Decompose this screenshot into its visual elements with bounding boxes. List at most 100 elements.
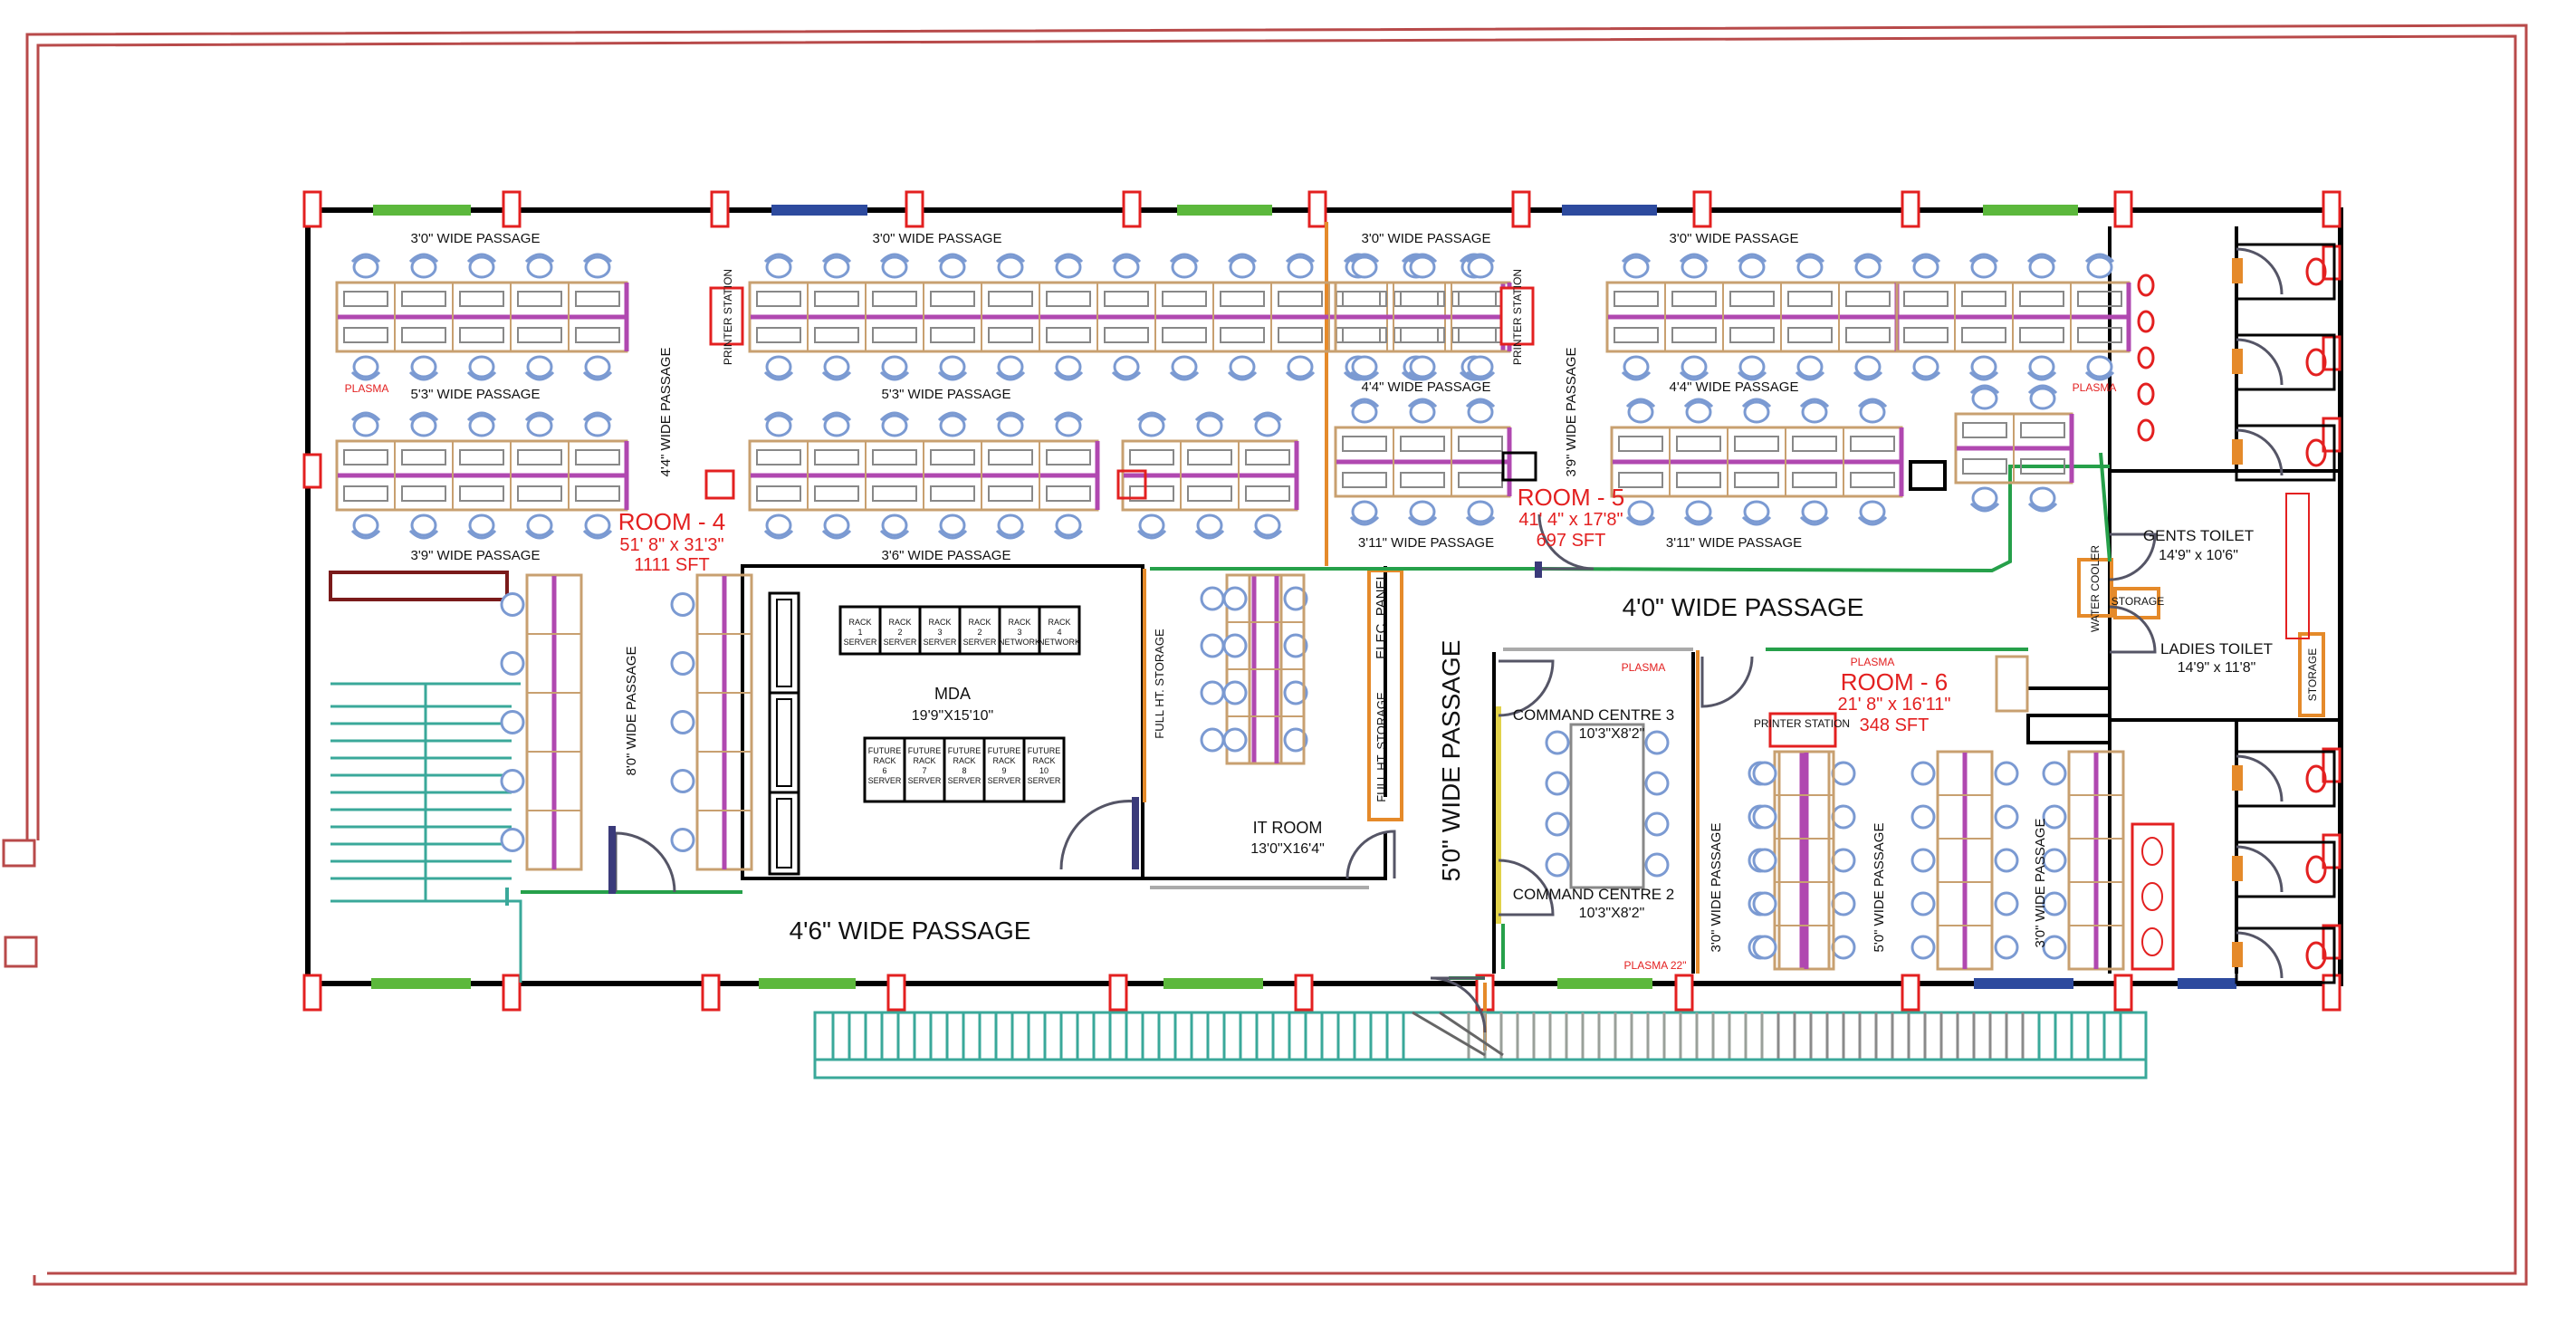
windows — [371, 205, 2236, 989]
column-side — [2322, 417, 2341, 453]
window — [1974, 978, 2073, 989]
room-area: 348 SFT — [1860, 715, 1930, 735]
partition-lines — [505, 222, 2325, 1051]
passage-label: 3'11" WIDE PASSAGE — [1666, 535, 1802, 551]
window — [371, 978, 471, 989]
passage-label: 3'9" WIDE PASSAGE — [1564, 348, 1579, 477]
column-top — [302, 190, 322, 228]
workstations — [335, 253, 2131, 971]
column-top — [1511, 190, 1531, 228]
window — [1164, 978, 1263, 989]
room-size: 51' 8" x 31'3" — [619, 535, 723, 555]
elec-panel-label: ELEC. PANEL — [1374, 572, 1389, 659]
column-bottom — [1294, 974, 1314, 1012]
room-area: 1111 SFT — [634, 555, 709, 575]
column-bottom — [502, 974, 522, 1012]
window — [1557, 978, 1652, 989]
window — [1177, 205, 1272, 216]
room-size: 14'9" x 10'6" — [2159, 548, 2238, 563]
column-side — [302, 453, 322, 489]
passage-label: 3'0" WIDE PASSAGE — [1709, 823, 1724, 953]
plasma-label: PLASMA — [345, 382, 389, 395]
passage-label: 4'4" WIDE PASSAGE — [658, 348, 674, 477]
column-top — [1122, 190, 1142, 228]
room-title: COMMAND CENTRE 2 — [1513, 886, 1675, 903]
column-top — [1692, 190, 1712, 228]
column-top — [905, 190, 924, 228]
structural-columns — [302, 190, 2341, 1012]
room-size: 10'3"X8'2" — [1579, 726, 1645, 742]
passage-label: 3'0" WIDE PASSAGE — [411, 231, 541, 246]
room-size: 21' 8" x 16'11" — [1838, 695, 1951, 715]
window — [373, 205, 471, 216]
printer-station-label: PRINTER STATION — [1754, 717, 1850, 730]
column-bottom — [2322, 974, 2341, 1012]
passage-label: 3'0" WIDE PASSAGE — [1670, 231, 1799, 246]
passage-label: 4'4" WIDE PASSAGE — [1362, 379, 1491, 395]
room-title: IT ROOM — [1253, 819, 1323, 837]
column-top — [2322, 190, 2341, 228]
passage-label: 5'0" WIDE PASSAGE — [1437, 640, 1465, 882]
storage-label: FULL HT. STORAGE — [1374, 692, 1388, 802]
room-size: 10'3"X8'2" — [1579, 906, 1645, 921]
door-frames — [608, 561, 1542, 894]
room-title: ROOM - 6 — [1841, 668, 1948, 696]
passage-label: 8'0" WIDE PASSAGE — [624, 647, 639, 776]
window — [1562, 205, 1657, 216]
column-bottom — [2113, 974, 2133, 1012]
passage-label: 4'4" WIDE PASSAGE — [1670, 379, 1799, 395]
column-bottom — [1901, 974, 1920, 1012]
room-title: GENTS TOILET — [2143, 527, 2254, 544]
rack — [918, 605, 962, 656]
column-top — [710, 190, 730, 228]
plasma-label: PLASMA — [1851, 656, 1895, 668]
window — [1983, 205, 2078, 216]
site-boundary — [2, 24, 2528, 1286]
column-top — [1901, 190, 1920, 228]
room-title: COMMAND CENTRE 3 — [1513, 706, 1675, 724]
column-bottom — [886, 974, 906, 1012]
window — [771, 205, 867, 216]
column-bottom — [302, 974, 322, 1012]
printer-station-label: PRINTER STATION — [722, 269, 734, 365]
doors — [614, 513, 2157, 1033]
rack — [982, 736, 1026, 803]
room-size: 13'0"X16'4" — [1250, 841, 1325, 857]
room-title: LADIES TOILET — [2160, 640, 2273, 657]
water-cooler-label: WATER COOLER — [2089, 545, 2102, 632]
column-side — [2322, 833, 2341, 869]
rack — [863, 736, 906, 803]
rack — [998, 605, 1041, 656]
column-top — [2113, 190, 2133, 228]
passage-label: 3'6" WIDE PASSAGE — [882, 548, 1011, 563]
passage-label: 4'6" WIDE PASSAGE — [790, 917, 1031, 945]
staircase-left — [330, 682, 522, 983]
column-bottom — [1108, 974, 1128, 1012]
column-top — [502, 190, 522, 228]
window — [759, 978, 856, 989]
staircase-bottom — [813, 1011, 2148, 1080]
room-title: ROOM - 4 — [618, 508, 725, 535]
toilet-fixtures — [2131, 243, 2336, 984]
passage-label: 4'0" WIDE PASSAGE — [1623, 593, 1864, 621]
storage-label: STORAGE — [2306, 648, 2319, 701]
column-bottom — [701, 974, 721, 1012]
mda-racks — [768, 591, 800, 876]
plasma-label: PLASMA — [2073, 381, 2117, 394]
room-title: ROOM - 5 — [1518, 484, 1624, 511]
landing-wall — [329, 571, 509, 601]
passage-label: 3'0" WIDE PASSAGE — [1362, 231, 1491, 246]
room-title: MDA — [934, 685, 971, 703]
room-size: 41' 4" x 17'8" — [1518, 510, 1623, 530]
storage-label: STORAGE — [2112, 595, 2164, 608]
rack — [878, 605, 922, 656]
